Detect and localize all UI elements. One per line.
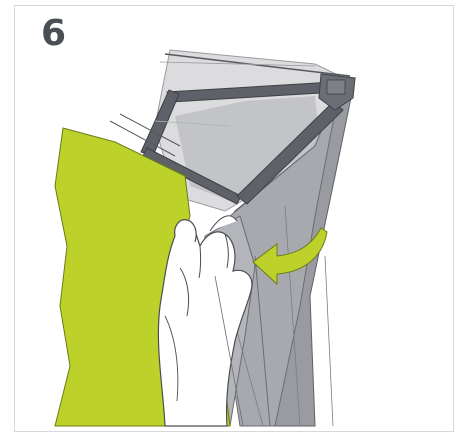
folding-illustration: [15, 6, 454, 432]
instruction-panel: 6: [14, 5, 454, 432]
